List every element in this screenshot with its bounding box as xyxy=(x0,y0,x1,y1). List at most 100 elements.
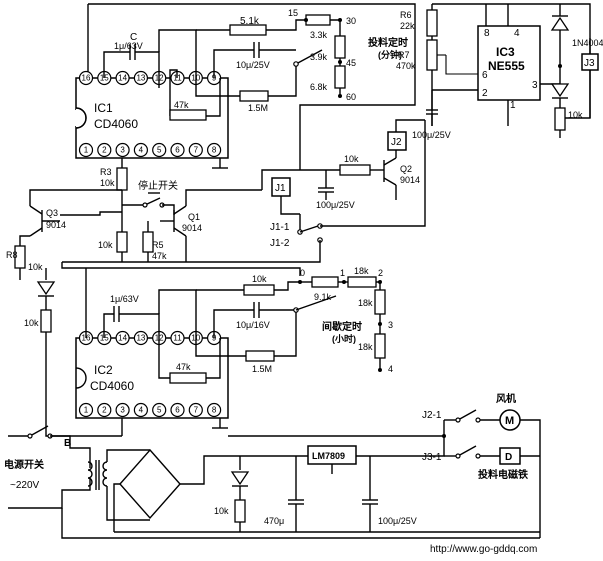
j2-1-label: J2-1 xyxy=(422,410,442,421)
cap-100u-power-label: 100μ/25V xyxy=(378,516,417,526)
regulator-label: LM7809 xyxy=(312,451,345,461)
feed-timer-unit: (分钟) xyxy=(378,49,402,60)
r-3k9-label: 3.9k xyxy=(310,52,328,62)
r8-label: R8 xyxy=(6,250,18,260)
j1-2-label: J1-2 xyxy=(270,238,290,249)
ic1-pin-label: 4 xyxy=(139,146,144,155)
j1-1-label: J1-1 xyxy=(270,222,290,233)
lower-cap-10u16: 10μ/16V xyxy=(236,320,270,330)
r-3k3-label: 3.3k xyxy=(310,30,328,40)
ic1-pin-label: 6 xyxy=(175,146,180,155)
ic1-pin-label: 8 xyxy=(212,146,217,155)
ic2-pin-label: 14 xyxy=(118,334,127,343)
r5-value: 47k xyxy=(152,251,167,261)
ic2-pin-label: 5 xyxy=(157,406,162,415)
power-section xyxy=(8,409,541,539)
node-2: 2 xyxy=(378,268,383,278)
r-10k-q2-label: 10k xyxy=(344,154,359,164)
ne555-section xyxy=(426,3,599,138)
lower-r-18k-a: 18k xyxy=(354,266,369,276)
lower-r-1m5: 1.5M xyxy=(252,364,272,374)
transformer-label: B xyxy=(64,438,71,449)
q3-part: 9014 xyxy=(46,220,66,230)
ic3-pin6: 6 xyxy=(482,70,488,81)
lower-r-18k-c: 18k xyxy=(358,342,373,352)
r7-value: 470k xyxy=(396,61,416,71)
ic2-pin-circle xyxy=(97,402,112,418)
power-switch-label: 电源开关 xyxy=(4,458,44,471)
ic2-pin-circle xyxy=(115,330,130,346)
feed-timer-title: 投料定时 xyxy=(368,36,408,49)
r-47k-label: 47k xyxy=(174,100,189,110)
lower-r-18k-b: 18k xyxy=(358,298,373,308)
diode-label: 1N4004 xyxy=(572,38,603,48)
ic2-part: CD4060 xyxy=(90,379,134,393)
q2-part: 9014 xyxy=(400,175,420,185)
lower-r-47k: 47k xyxy=(176,362,191,372)
stop-switch-label: 停止开关 xyxy=(138,179,178,192)
ne555-cap-label: 100μ/25V xyxy=(412,130,451,140)
ic1-part: CD4060 xyxy=(94,117,138,131)
ic1-pin-circle xyxy=(133,142,148,158)
ic1-name: IC1 xyxy=(94,101,113,115)
ic3-pin8: 8 xyxy=(484,28,490,39)
tap-30: 30 xyxy=(346,16,356,26)
ic1-pin-circle xyxy=(115,142,130,158)
r8-value: 10k xyxy=(28,262,43,272)
r-6k8-label: 6.8k xyxy=(310,82,328,92)
tap-60: 60 xyxy=(346,92,356,102)
r3-value: 10k xyxy=(100,178,115,188)
ic2-pin-label: 6 xyxy=(175,406,180,415)
r-10k-a-label: 10k xyxy=(98,240,113,250)
ic1-pin-circle xyxy=(115,70,130,86)
ic2-pin-circle xyxy=(78,402,94,418)
interval-timer-title: 间歇定时 xyxy=(322,320,362,333)
q1-part: 9014 xyxy=(182,223,202,233)
left-led-r-label: 10k xyxy=(24,318,39,328)
mid-cap-label: 100μ/25V xyxy=(316,200,355,210)
j3-1-label: J3-1 xyxy=(422,452,442,463)
r3-label: R3 xyxy=(100,167,112,177)
fan-label: 风机 xyxy=(496,392,516,405)
cap-c-label: C xyxy=(130,32,137,43)
ic1-pin-label: 7 xyxy=(194,146,199,155)
ic2-pin-circle xyxy=(115,402,130,418)
q1-label: Q1 xyxy=(188,212,200,222)
ic2-pin-circle xyxy=(133,402,148,418)
tap-45: 45 xyxy=(346,58,356,68)
node-0: 0 xyxy=(300,268,305,278)
ic2-pin-label: 8 xyxy=(212,406,217,415)
ic1-pin-circle xyxy=(152,142,167,158)
j1-label: J1 xyxy=(275,183,286,194)
motor-label: M xyxy=(505,415,514,427)
footer-url: http://www.go-gddq.com xyxy=(430,544,537,555)
ic1-pin-label: 13 xyxy=(136,74,145,83)
ic3-name: IC3 xyxy=(496,45,515,59)
ic3-pin1: 1 xyxy=(510,100,516,111)
ic1-pin-circle xyxy=(133,70,148,86)
r6-label: R6 xyxy=(400,10,412,20)
r-1m5-label: 1.5M xyxy=(248,103,268,113)
ic1-pin-circle xyxy=(97,142,112,158)
cap-470u-label: 470μ xyxy=(264,516,284,526)
lower-r-9k1-label: 9.1k xyxy=(314,292,332,302)
ic2-pin-label: 3 xyxy=(120,406,125,415)
ic1-pin-circle xyxy=(78,142,94,158)
j3-relay-label: J3 xyxy=(584,58,595,69)
ic2-pin-label: 7 xyxy=(194,406,199,415)
ic2-pin-label: 1 xyxy=(84,406,89,415)
ic2-pin-circle xyxy=(207,402,222,418)
ic1-pin-circle xyxy=(170,142,185,158)
ic2-pin-label: 11 xyxy=(173,334,182,343)
ic3-pin2: 2 xyxy=(482,88,488,99)
tap-15: 15 xyxy=(288,8,298,18)
ne555-led-r-label: 10k xyxy=(568,110,583,120)
node-4: 4 xyxy=(388,364,393,374)
power-led-r-label: 10k xyxy=(214,506,229,516)
ic2-pin-circle xyxy=(188,402,203,418)
ic1-pin-label: 14 xyxy=(118,74,127,83)
